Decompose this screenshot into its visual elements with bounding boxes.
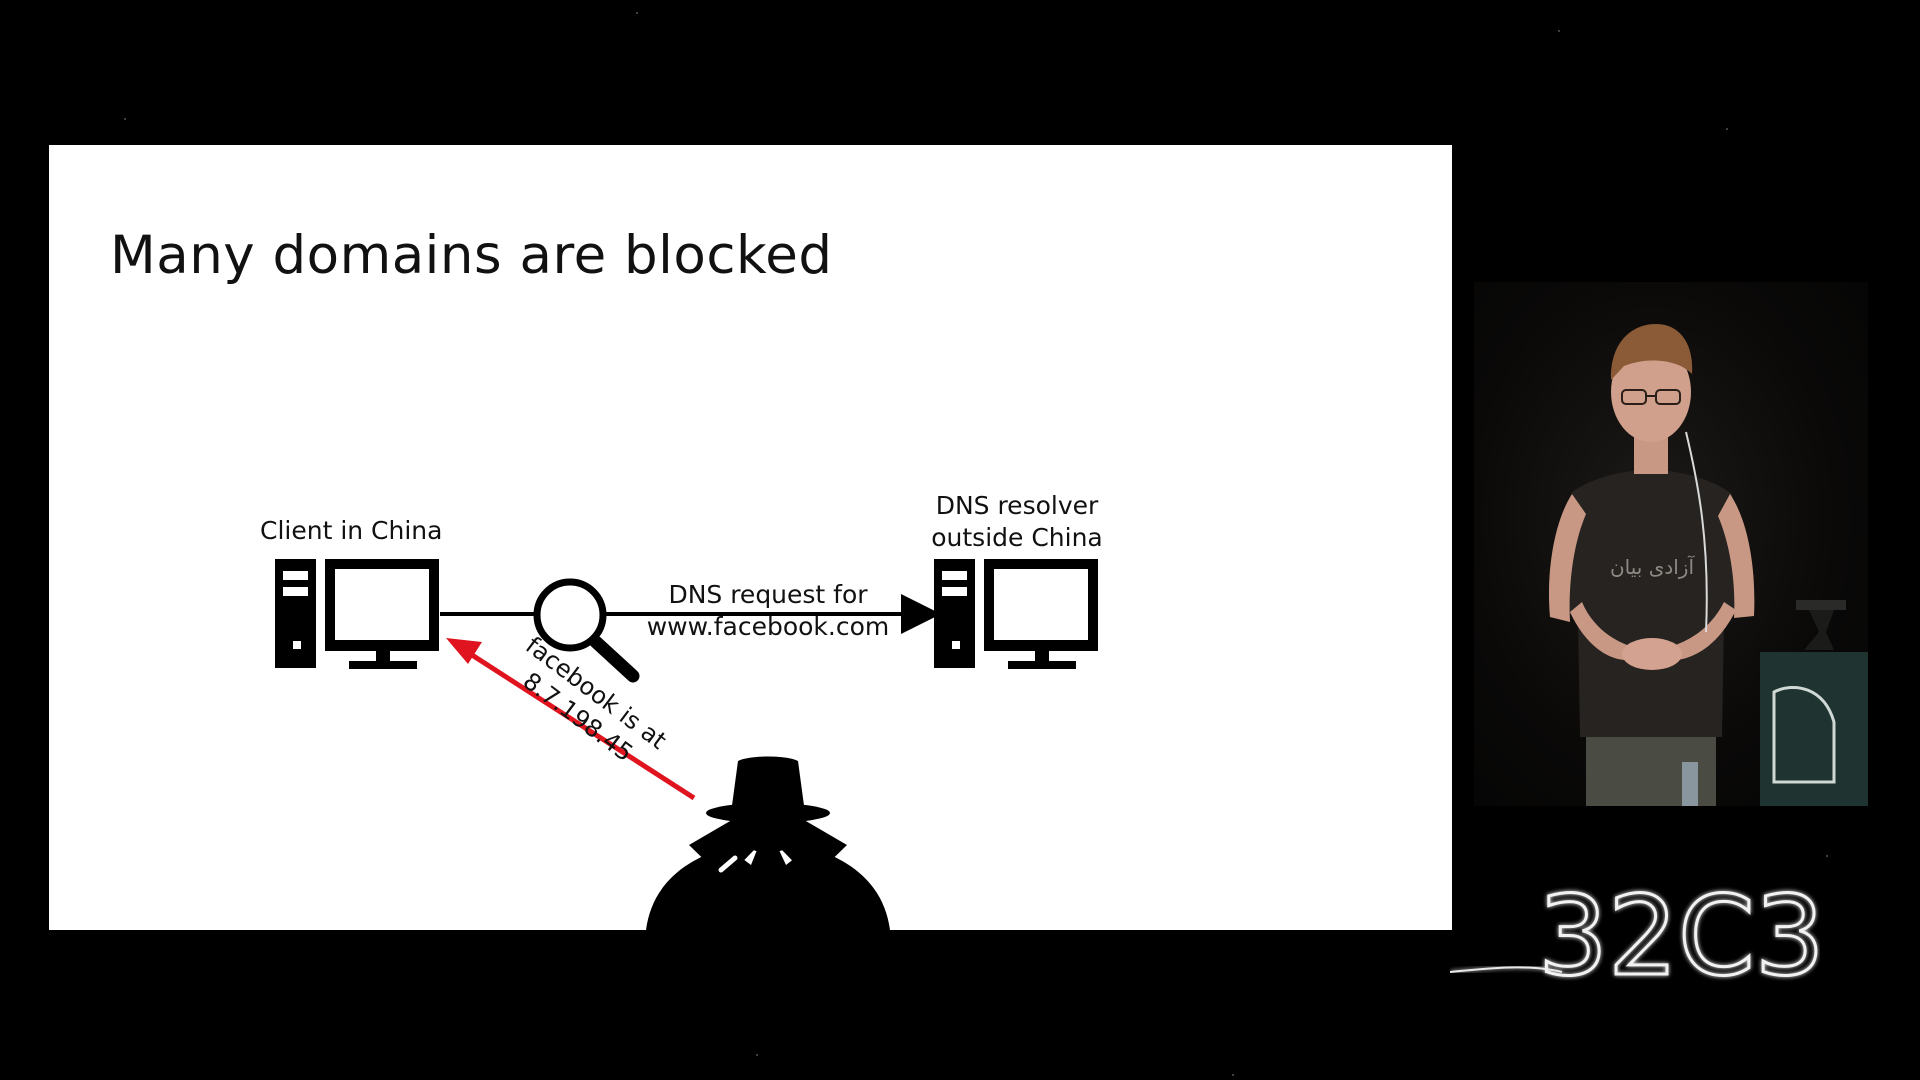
slide-title: Many domains are blocked bbox=[110, 225, 833, 286]
background-star bbox=[1726, 128, 1728, 130]
request-label: DNS request for www.facebook.com bbox=[623, 579, 913, 643]
background-star bbox=[1558, 30, 1560, 32]
censor-spy-icon bbox=[646, 756, 890, 930]
speaker-video: آزادی بیان bbox=[1474, 282, 1868, 806]
event-logo-text: 32C3 bbox=[1538, 872, 1820, 992]
resolver-label: DNS resolver outside China bbox=[917, 490, 1117, 554]
request-label-line2: www.facebook.com bbox=[646, 612, 890, 641]
background-star bbox=[124, 118, 126, 120]
resolver-label-line1: DNS resolver bbox=[935, 491, 1099, 520]
background-star bbox=[1232, 1074, 1234, 1076]
resolver-label-line2: outside China bbox=[931, 523, 1103, 552]
client-computer-icon bbox=[275, 559, 439, 669]
resolver-computer-icon bbox=[934, 559, 1098, 669]
event-logo: 32C3 bbox=[1450, 871, 1820, 992]
spoofed-response-arrow bbox=[446, 638, 696, 801]
background-star bbox=[756, 1054, 758, 1056]
magnifying-glass-icon bbox=[533, 578, 640, 683]
background-star bbox=[1826, 855, 1828, 857]
background-star bbox=[636, 12, 638, 14]
shirt-text: آزادی بیان bbox=[1610, 554, 1696, 579]
request-label-line1: DNS request for bbox=[668, 580, 868, 609]
dns-diagram bbox=[275, 559, 1098, 930]
presentation-slide: Many domains are blocked bbox=[49, 145, 1452, 930]
speaker-figure: آزادی بیان bbox=[1548, 324, 1868, 806]
client-label: Client in China bbox=[260, 516, 443, 545]
